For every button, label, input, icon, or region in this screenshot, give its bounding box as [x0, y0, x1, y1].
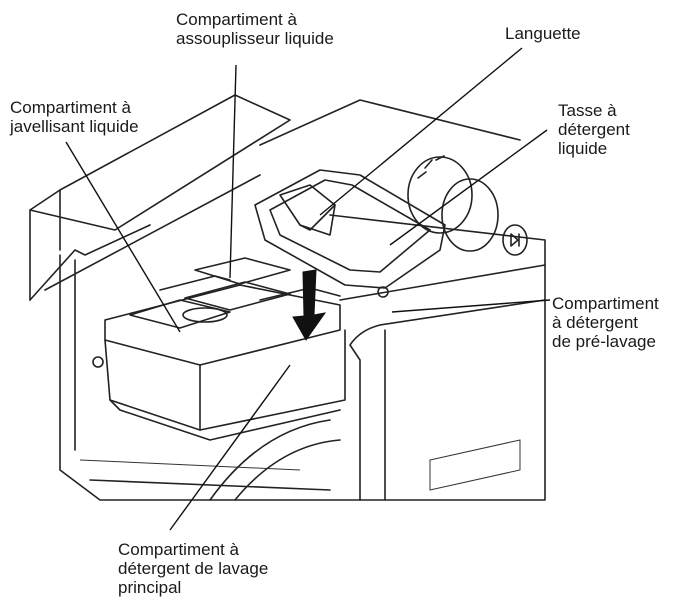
detergent-cup: [254, 169, 446, 298]
label-assouplisseur: Compartiment à assouplisseur liquide: [176, 10, 334, 48]
leader-tasse: [389, 129, 548, 246]
dispenser-drawer: [92, 257, 346, 441]
leader-prelavage: [391, 299, 551, 313]
control-panel: [329, 155, 546, 301]
label-languette: Languette: [505, 24, 581, 43]
insert-arrow: [292, 269, 327, 341]
front-panel: [349, 299, 546, 501]
label-principal: Compartiment à détergent de lavage princ…: [118, 540, 269, 597]
leader-assouplisseur: [229, 64, 237, 279]
leader-javellisant: [65, 141, 181, 333]
label-javellisant: Compartiment à javellisant liquide: [10, 98, 139, 136]
leader-principal: [169, 364, 291, 531]
leader-lines: [65, 47, 551, 531]
label-tasse: Tasse à détergent liquide: [558, 101, 630, 158]
leader-languette: [319, 47, 523, 216]
label-prelavage: Compartiment à détergent de pré-lavage: [552, 294, 659, 351]
washer-body: [29, 94, 521, 501]
